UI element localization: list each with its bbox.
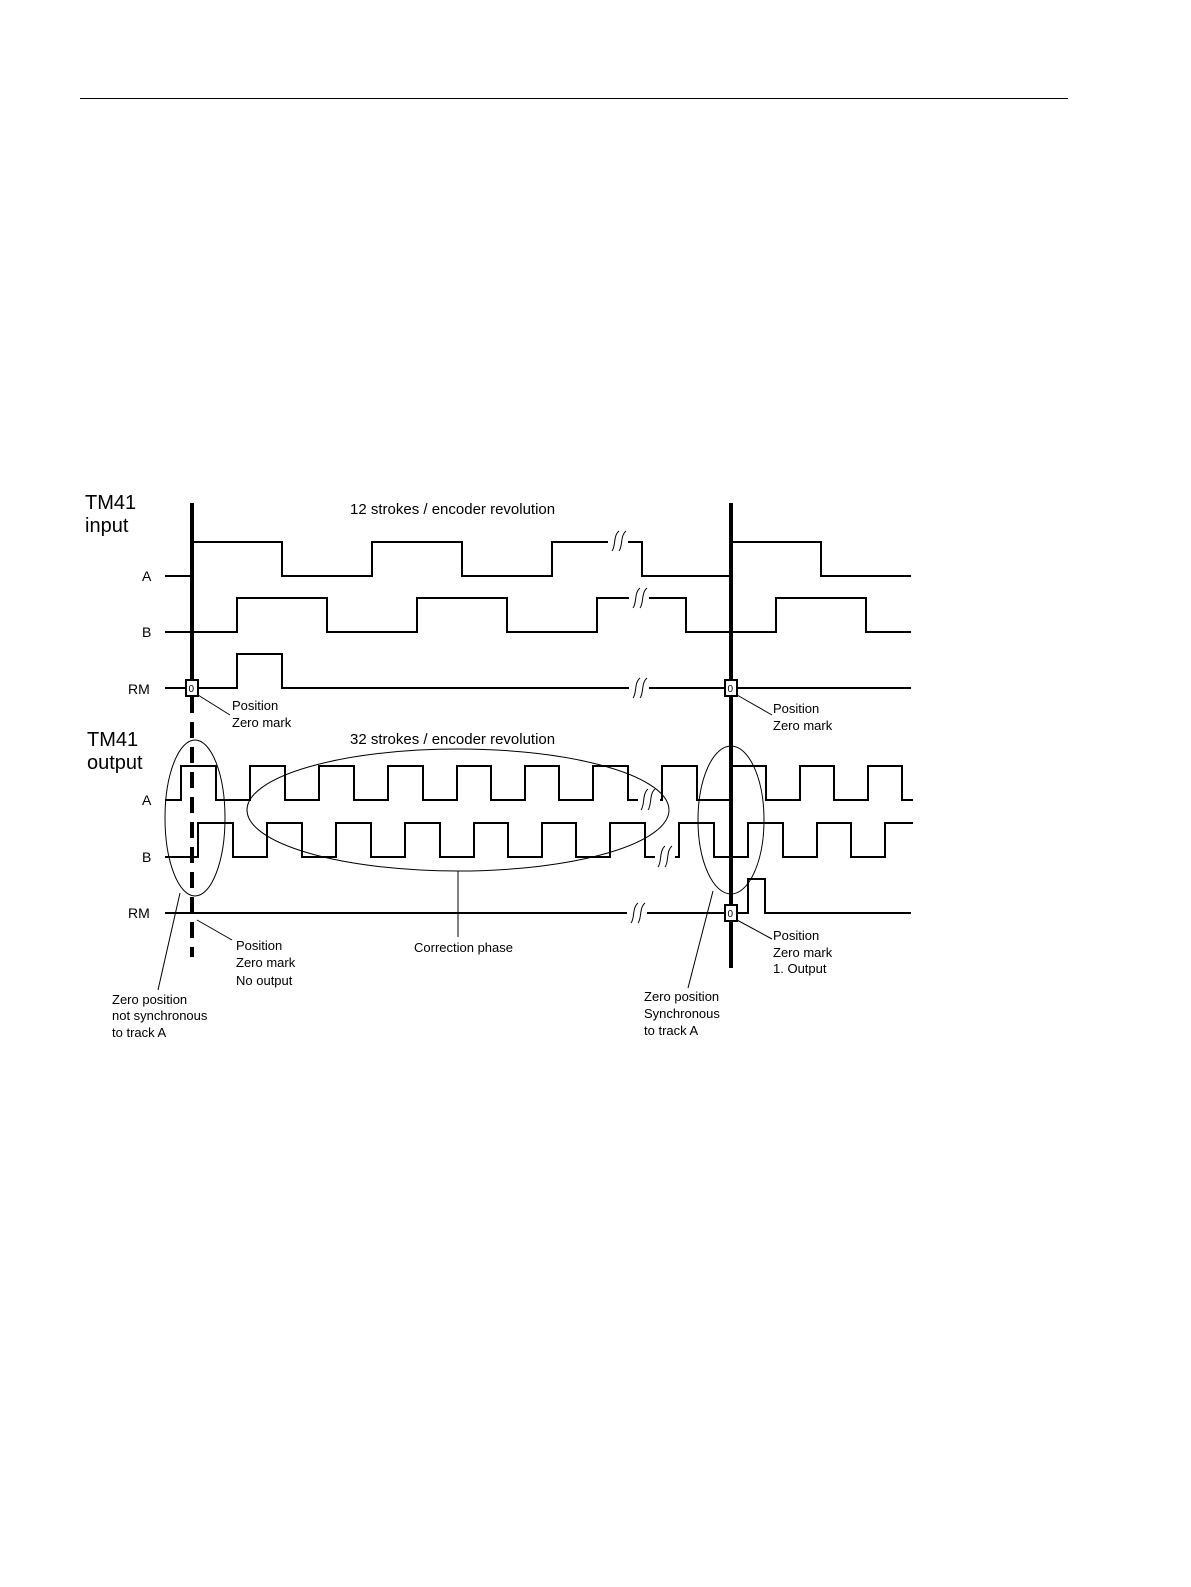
zero-not-sync-line1: Zero position <box>112 992 187 1007</box>
input-left-marker-line2: Zero mark <box>232 715 292 730</box>
output-track-a-waveform <box>165 766 913 800</box>
zero-sync-leader <box>688 891 713 988</box>
output-right-marker-leader <box>737 920 772 939</box>
output-left-note-line2: Zero mark <box>236 955 296 970</box>
input-right-marker-line2: Zero mark <box>773 718 833 733</box>
output-right-zero-value: 0 <box>728 909 734 920</box>
input-left-zero-marker: 0 <box>186 680 198 696</box>
output-right-zero-marker: 0 <box>725 905 737 921</box>
zero-sync-line2: Synchronous <box>644 1006 720 1021</box>
output-right-marker-line3: 1. Output <box>773 961 827 976</box>
left-sync-ellipse <box>165 740 225 896</box>
input-track-rm-waveform <box>165 654 911 688</box>
output-a-break-mark <box>638 788 660 812</box>
input-rm-break-mark <box>629 677 649 699</box>
input-right-marker-line1: Position <box>773 701 819 716</box>
output-strokes-caption: 32 strokes / encoder revolution <box>350 731 555 748</box>
input-track-a-waveform <box>165 542 911 576</box>
input-right-zero-value: 0 <box>728 684 734 695</box>
input-title-line2: input <box>85 515 129 537</box>
input-a-break-mark <box>608 530 628 552</box>
output-track-b-waveform <box>165 823 913 857</box>
output-rm-break-mark <box>627 902 647 924</box>
zero-not-sync-leader <box>158 893 180 990</box>
input-b-break-mark <box>629 587 649 609</box>
input-left-marker-leader <box>198 695 230 715</box>
input-strokes-caption: 12 strokes / encoder revolution <box>350 501 555 518</box>
output-title-line1: TM41 <box>87 729 138 751</box>
output-right-marker-line2: Zero mark <box>773 945 833 960</box>
input-track-b-waveform <box>165 598 911 632</box>
input-left-zero-value: 0 <box>189 684 195 695</box>
output-left-note-line3: No output <box>236 973 293 988</box>
input-left-marker-line1: Position <box>232 698 278 713</box>
correction-phase-label: Correction phase <box>414 940 513 955</box>
zero-not-sync-line3: to track A <box>112 1025 167 1040</box>
output-track-rm-waveform <box>165 879 911 913</box>
zero-sync-line1: Zero position <box>644 989 719 1004</box>
output-left-note-leader <box>197 920 232 940</box>
zero-not-sync-line2: not synchronous <box>112 1008 208 1023</box>
output-left-note-line1: Position <box>236 938 282 953</box>
input-title-line1: TM41 <box>85 492 136 514</box>
output-track-a-label: A <box>142 792 152 808</box>
input-track-b-label: B <box>142 624 151 640</box>
output-right-marker-line1: Position <box>773 928 819 943</box>
output-title-line2: output <box>87 752 143 774</box>
input-right-zero-marker: 0 <box>725 680 737 696</box>
input-track-a-label: A <box>142 568 152 584</box>
zero-sync-line3: to track A <box>644 1023 699 1038</box>
output-b-break-mark <box>655 845 675 869</box>
output-track-rm-label: RM <box>128 905 150 921</box>
output-track-b-label: B <box>142 849 151 865</box>
input-track-rm-label: RM <box>128 681 150 697</box>
input-right-marker-leader <box>737 695 772 715</box>
